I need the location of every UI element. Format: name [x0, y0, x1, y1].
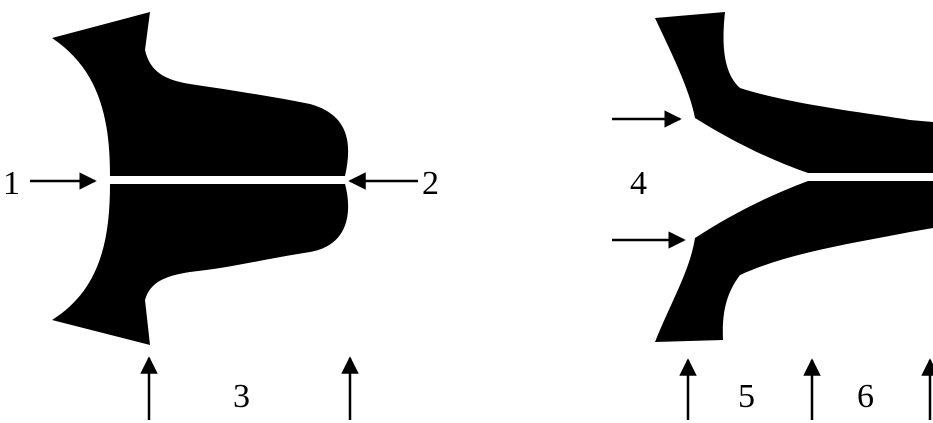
label-3: 3: [233, 378, 250, 415]
left-lower-fold: [52, 184, 348, 345]
label-1: 1: [3, 165, 20, 202]
right-lower-fold: [655, 181, 933, 342]
right-figure: 4 5 6: [612, 12, 933, 420]
left-figure: 1 2 3: [3, 12, 439, 420]
label-4: 4: [630, 165, 647, 202]
label-2: 2: [422, 165, 439, 202]
left-upper-fold: [52, 12, 348, 176]
label-5: 5: [738, 378, 755, 415]
right-upper-fold: [655, 12, 933, 173]
label-6: 6: [857, 378, 874, 415]
